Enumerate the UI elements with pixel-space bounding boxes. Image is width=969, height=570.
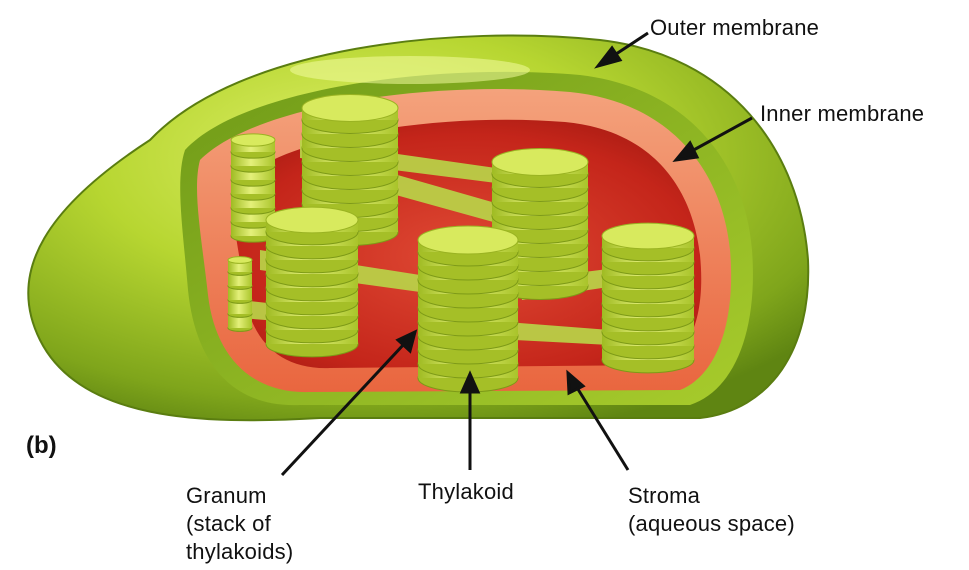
- granum-label: Granum (stack of thylakoids): [186, 482, 293, 566]
- granum-label-line-1: Granum: [186, 482, 293, 510]
- stroma-label: Stroma (aqueous space): [628, 482, 795, 538]
- granum-stack: [418, 226, 518, 392]
- thylakoid-disc-top: [266, 207, 358, 233]
- inner-membrane-label: Inner membrane: [760, 100, 924, 128]
- thylakoid-disc-top: [228, 257, 252, 264]
- granum-stack: [602, 223, 694, 373]
- granum-label-line-2: (stack of: [186, 510, 293, 538]
- granum-stack: [228, 257, 252, 332]
- thylakoid-disc-top: [418, 226, 518, 254]
- panel-label: (b): [26, 432, 57, 460]
- stroma-label-line-1: Stroma: [628, 482, 795, 510]
- outer-membrane-label: Outer membrane: [650, 14, 819, 42]
- stroma-label-line-2: (aqueous space): [628, 510, 795, 538]
- granum-stack: [266, 207, 358, 357]
- thylakoid-disc-top: [231, 134, 275, 146]
- thylakoid-disc-top: [492, 149, 588, 176]
- granum-label-line-3: thylakoids): [186, 538, 293, 566]
- thylakoid-disc-top: [302, 95, 398, 122]
- outer-membrane-highlight: [290, 56, 530, 84]
- thylakoid-disc-top: [602, 223, 694, 249]
- thylakoid-label: Thylakoid: [418, 478, 514, 506]
